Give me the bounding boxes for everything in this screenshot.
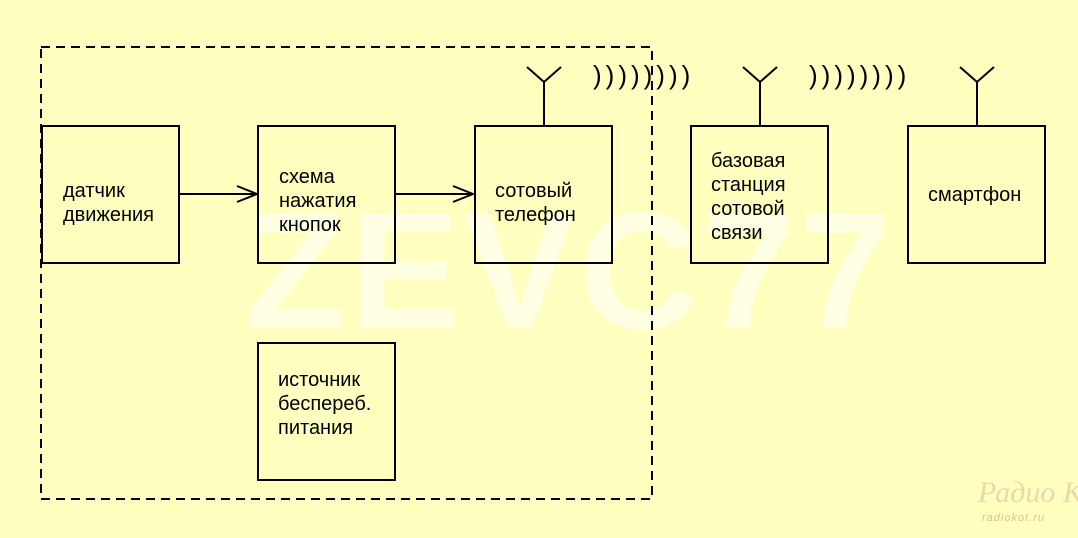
radio-waves: )))))))) [593, 60, 695, 90]
antenna-icon [742, 66, 778, 125]
radiokot-url: radiokot.ru [982, 512, 1045, 524]
radio-waves: )))))))) [809, 60, 911, 90]
node-smartphone: смартфон [907, 125, 1046, 264]
antenna-icon [959, 66, 995, 125]
antenna-icon [526, 66, 562, 125]
radiokot-logo: Радио КОТ [978, 476, 1078, 509]
node-label: смартфон [928, 184, 1022, 206]
device-enclosure [40, 46, 653, 500]
